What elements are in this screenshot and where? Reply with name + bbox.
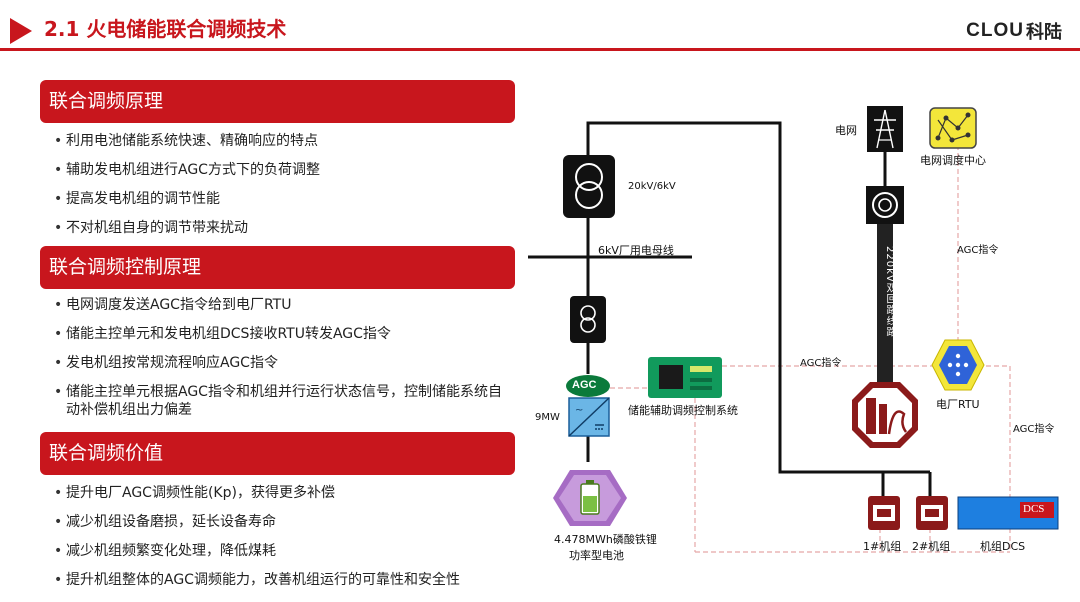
value-list: 提升电厂AGC调频性能(Kp)，获得更多补偿 减少机组设备磨损，延长设备寿命 减… xyxy=(54,484,460,600)
power-rating-label: 9MW xyxy=(535,412,560,423)
pcs-converter-icon: ~ xyxy=(568,397,610,437)
company-logo: CLOU 科陆 xyxy=(966,16,1062,46)
header-divider xyxy=(0,48,1080,51)
list-item: 电网调度发送AGC指令给到电厂RTU xyxy=(54,296,509,314)
power-plant-icon xyxy=(852,382,918,448)
dispatch-center-icon xyxy=(929,107,977,149)
transmission-line-label: 220kV双回路线路 xyxy=(884,246,895,338)
list-item: 发电机组按常规流程响应AGC指令 xyxy=(54,354,509,372)
grid-tower-icon xyxy=(867,106,903,152)
unit1-label: 1#机组 xyxy=(863,540,902,553)
list-item: 提升机组整体的AGC调频能力，改善机组运行的可靠性和安全性 xyxy=(54,571,460,589)
battery-icon xyxy=(553,470,627,526)
agc-command-label: AGC指令 xyxy=(957,245,999,256)
main-transformer-icon xyxy=(563,155,615,218)
transformer-voltage-label: 20kV/6kV xyxy=(628,181,676,192)
list-item: 不对机组自身的调节带来扰动 xyxy=(54,219,320,237)
list-item: 利用电池储能系统快速、精确响应的特点 xyxy=(54,132,320,150)
aux-transformer-icon xyxy=(570,296,606,343)
controller-board-icon xyxy=(648,357,722,398)
list-item: 减少机组设备磨损，延长设备寿命 xyxy=(54,513,460,531)
agc-badge-icon xyxy=(566,375,610,397)
list-item: 提高发电机组的调节性能 xyxy=(54,190,320,208)
unit2-label: 2#机组 xyxy=(912,540,951,553)
grid-label: 电网 xyxy=(835,124,857,137)
unit1-icon xyxy=(868,496,900,530)
transmission-line-bar xyxy=(877,224,893,382)
section-title-principle: 联合调频原理 xyxy=(40,80,515,123)
battery-type-label: 功率型电池 xyxy=(569,549,624,562)
rtu-icon xyxy=(931,339,985,391)
list-item: 储能主控单元和发电机组DCS接收RTU转发AGC指令 xyxy=(54,325,509,343)
list-item: 提升电厂AGC调频性能(Kp)，获得更多补偿 xyxy=(54,484,460,502)
agc-badge-text: AGC xyxy=(572,379,597,391)
logo-brand: CLOU xyxy=(966,20,1024,41)
dcs-badge-text: DCS xyxy=(1023,503,1045,515)
battery-capacity-label: 4.478MWh磷酸铁锂 xyxy=(554,533,657,546)
grid-transformer-icon xyxy=(866,186,904,224)
list-item: 辅助发电机组进行AGC方式下的负荷调整 xyxy=(54,161,320,179)
rtu-label: 电厂RTU xyxy=(936,398,980,411)
controller-label: 储能辅助调频控制系统 xyxy=(628,404,738,417)
dcs-label: 机组DCS xyxy=(980,540,1026,553)
control-list: 电网调度发送AGC指令给到电厂RTU 储能主控单元和发电机组DCS接收RTU转发… xyxy=(54,296,509,430)
dispatch-center-label: 电网调度中心 xyxy=(920,154,986,167)
svg-text:~: ~ xyxy=(575,405,583,416)
section-title-value: 联合调频价值 xyxy=(40,432,515,475)
agc-command-label: AGC指令 xyxy=(1013,424,1055,435)
list-item: 储能主控单元根据AGC指令和机组并行运行状态信号，控制储能系统自动补偿机组出力偏… xyxy=(54,383,509,419)
logo-chinese: 科陆 xyxy=(1026,22,1062,43)
agc-command-label: AGC指令 xyxy=(800,358,842,369)
page-title: 2.1 火电储能联合调频技术 xyxy=(44,17,287,41)
header-arrow-icon xyxy=(10,18,32,44)
unit2-icon xyxy=(916,496,948,530)
busbar-label: 6kV厂用电母线 xyxy=(598,244,674,257)
dcs-panel-icon xyxy=(957,496,1059,530)
section-title-control: 联合调频控制原理 xyxy=(40,246,515,289)
principle-list: 利用电池储能系统快速、精确响应的特点 辅助发电机组进行AGC方式下的负荷调整 提… xyxy=(54,132,320,248)
list-item: 减少机组频繁变化处理，降低煤耗 xyxy=(54,542,460,560)
